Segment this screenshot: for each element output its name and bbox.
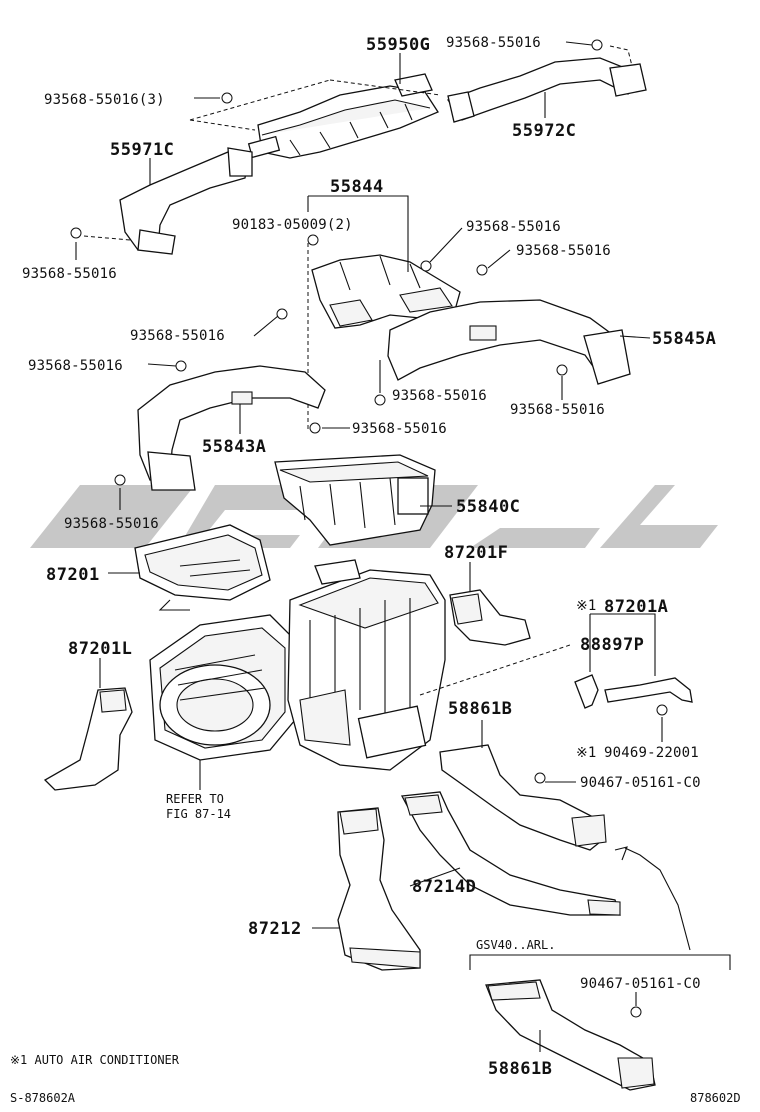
label-93568-left3: 93568-55016	[64, 516, 159, 532]
part-87201F	[449, 589, 531, 646]
label-93568-mid3: 93568-55016	[130, 328, 225, 344]
label-55845A: 55845A	[652, 329, 716, 349]
duct-55845A	[387, 299, 631, 385]
label-90469-mark: ※1	[576, 745, 597, 761]
filter-87201	[134, 524, 271, 611]
label-55971C: 55971C	[110, 140, 174, 160]
duct-87212	[337, 807, 421, 971]
leader-lines	[75, 41, 731, 1052]
label-55844: 55844	[330, 177, 384, 197]
label-87201F: 87201F	[444, 543, 508, 563]
bolt-icons	[70, 39, 603, 486]
refer-line-2: FIG 87-14	[166, 807, 231, 821]
label-55840C: 55840C	[456, 497, 520, 517]
sensor-hose-88897P	[574, 674, 693, 716]
label-55843A: 55843A	[202, 437, 266, 457]
label-93568-left1: 93568-55016	[22, 266, 117, 282]
label-87201A-mark: ※1	[576, 598, 597, 614]
label-90467-bottom: 90467-05161-C0	[580, 976, 701, 992]
label-87201A: 87201A	[604, 597, 668, 617]
label-87201L: 87201L	[68, 639, 132, 659]
footer-left-code: S-878602A	[10, 1091, 76, 1105]
label-58861B-bottom: 58861B	[488, 1059, 552, 1079]
label-55950G: 55950G	[366, 35, 430, 55]
filter-housing-55840C	[274, 454, 436, 546]
label-88897P: 88897P	[580, 635, 644, 655]
label-87201: 87201	[46, 565, 100, 585]
label-93568-3: 93568-55016(3)	[44, 92, 165, 108]
gsv-note: GSV40..ARL.	[476, 938, 555, 952]
duct-87201L	[43, 687, 133, 791]
ac-unit-assembly	[149, 559, 446, 771]
duct-55971C	[119, 147, 253, 255]
label-58861B-top: 58861B	[448, 699, 512, 719]
duct-55843A	[137, 365, 326, 491]
label-93568-mid6: 93568-55016	[352, 421, 447, 437]
footnote: ※1 AUTO AIR CONDITIONER	[10, 1053, 180, 1067]
footer-right-code: 878602D	[690, 1091, 741, 1105]
label-93568-top-right: 93568-55016	[446, 35, 541, 51]
label-55972C: 55972C	[512, 121, 576, 141]
duct-55844	[311, 254, 461, 329]
duct-87214D	[400, 791, 621, 916]
label-93568-mid2: 93568-55016	[516, 243, 611, 259]
label-93568-mid1: 93568-55016	[466, 219, 561, 235]
duct-55972C	[446, 57, 647, 123]
label-93568-mid4: 93568-55016	[392, 388, 487, 404]
label-90467-top: 90467-05161-C0	[580, 775, 701, 791]
label-90183: 90183-05009(2)	[232, 217, 353, 233]
label-90469: 90469-22001	[604, 745, 699, 761]
duct-55950G	[247, 73, 439, 159]
duct-58861B-upper	[439, 744, 607, 851]
label-93568-left2: 93568-55016	[28, 358, 123, 374]
label-93568-mid5: 93568-55016	[510, 402, 605, 418]
refer-line-1: REFER TO	[166, 792, 224, 806]
duct-58861B-lower	[485, 979, 656, 1091]
label-87214D: 87214D	[412, 877, 476, 897]
label-87212: 87212	[248, 919, 302, 939]
